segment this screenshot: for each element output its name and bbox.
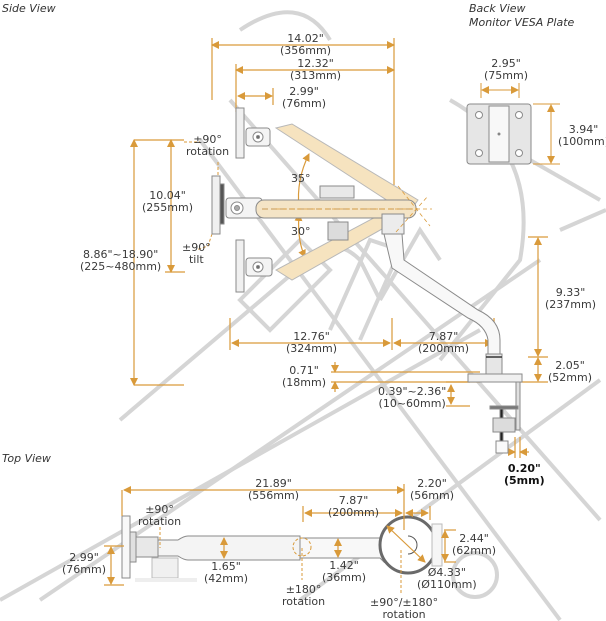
total-length-mm: (556mm) [248, 489, 300, 502]
clamp-gap-mm: (5mm) [504, 474, 545, 487]
vesa-width-inches: 2.95" [491, 57, 521, 70]
base-arm-mm: (200mm) [418, 342, 470, 355]
base-diameter-label: Ø4.33" (Ø110mm) [417, 567, 477, 591]
top-view-arm [121, 515, 443, 582]
top-leader-lines [159, 527, 402, 594]
side-dimension-lines [130, 38, 548, 458]
pole-height-inches: 9.33" [555, 286, 586, 299]
vesa-height-label: 3.94" (100mm) [558, 124, 606, 148]
mid-rotation-text: rotation [282, 595, 326, 608]
overall-reach-inches: 14.02" [287, 32, 324, 45]
top-view-title: Top View [2, 452, 51, 465]
height-range-label: 8.86"~18.90" (225~480mm) [80, 249, 161, 273]
tilt-value: ±90° [182, 241, 211, 254]
vertical-travel-label: 10.04" (255mm) [142, 190, 193, 214]
rotation-text: rotation [186, 145, 230, 158]
base-height-inches: 2.05" [555, 359, 585, 372]
base-offset-inches: 2.20" [417, 477, 447, 490]
head-offset-inches: 2.99" [289, 85, 319, 98]
side-view-title: Side View [2, 2, 56, 15]
plate-width-inches: 2.99" [69, 551, 99, 564]
clamp-gap-label: 0.20" (5mm) [504, 463, 545, 487]
angle-down-label: 30° [291, 225, 311, 238]
height-range-mm: (225~480mm) [80, 260, 162, 273]
rotation-value: ±90° [193, 133, 222, 146]
desk-thickness-label: 0.39"~2.36" (10~60mm) [378, 386, 446, 410]
vesa-height-inches: 3.94" [568, 123, 599, 136]
vesa-width-label: 2.95" (75mm) [484, 58, 528, 82]
vesa-height-mm: (100mm) [558, 135, 606, 148]
mid-rotation-value: ±180° [285, 583, 322, 596]
lower-arm-length-inches: 7.87" [338, 494, 369, 507]
base-offset-mm: (56mm) [410, 489, 455, 502]
clamp-plate-mm: (18mm) [282, 376, 327, 389]
top-dimension-lines [104, 484, 456, 586]
top-head-rotation-label: ±90° rotation [138, 504, 181, 528]
lower-arm-width-label: 1.42" (36mm) [322, 560, 366, 584]
base-rotation-value: ±90°/±180° [370, 596, 439, 609]
arm-reach-mm: (313mm) [290, 69, 342, 82]
lower-reach-mm: (324mm) [286, 342, 338, 355]
rotation-label: ±90° rotation [186, 134, 229, 158]
clamp-plate-inches: 0.71" [289, 364, 319, 377]
angle-guides [276, 185, 432, 233]
base-diameter-mm: (Ø110mm) [417, 578, 477, 591]
pole-height-mm: (237mm) [545, 298, 597, 311]
base-height-mm: (52mm) [548, 371, 593, 384]
overall-reach-label: 14.02" (356mm) [280, 33, 331, 57]
lower-arm-width-mm: (36mm) [322, 571, 367, 584]
top-head-rotation-text: rotation [138, 515, 182, 528]
arm-reach-label: 12.32" (313mm) [290, 58, 341, 82]
base-offset-label: 2.20" (56mm) [410, 478, 454, 502]
vesa-width-mm: (75mm) [484, 69, 529, 82]
desk-thickness-mm: (10~60mm) [378, 397, 446, 410]
vertical-travel-inches: 10.04" [149, 189, 186, 202]
total-length-label: 21.89" (556mm) [248, 478, 299, 502]
vertical-travel-mm: (255mm) [142, 201, 194, 214]
head-offset-mm: (76mm) [282, 97, 327, 110]
lower-reach-label: 12.76" (324mm) [286, 331, 337, 355]
base-height-label: 2.05" (52mm) [548, 360, 592, 384]
tilt-text: tilt [188, 253, 204, 266]
base-arm-inches: 7.87" [428, 330, 459, 343]
tilt-label: ±90° tilt [182, 242, 211, 266]
mid-rotation-label: ±180° rotation [282, 584, 325, 608]
plate-width-mm: (76mm) [62, 563, 107, 576]
arm-width-mm: (42mm) [204, 572, 249, 585]
height-range-inches: 8.86"~18.90" [82, 248, 159, 261]
angle-up-label: 35° [291, 172, 311, 185]
arm-width-inches: 1.65" [211, 560, 241, 573]
lower-reach-inches: 12.76" [293, 330, 330, 343]
head-offset-label: 2.99" (76mm) [282, 86, 326, 110]
base-diameter-inches: Ø4.33" [427, 566, 466, 579]
base-arm-label: 7.87" (200mm) [418, 331, 469, 355]
top-head-rotation-value: ±90° [145, 503, 174, 516]
clamp-gap-inches: 0.20" [507, 462, 541, 475]
plate-width-label: 2.99" (76mm) [62, 552, 106, 576]
lower-arm-width-inches: 1.42" [329, 559, 359, 572]
vesa-plate [466, 83, 560, 165]
clamp-plate-label: 0.71" (18mm) [282, 365, 326, 389]
arm-width-label: 1.65" (42mm) [204, 561, 248, 585]
base-width-label: 2.44" (62mm) [452, 533, 496, 557]
pole-height-label: 9.33" (237mm) [545, 287, 596, 311]
side-view-arm [211, 107, 523, 454]
lower-arm-length-mm: (200mm) [328, 506, 380, 519]
arm-reach-inches: 12.32" [297, 57, 334, 70]
overall-reach-mm: (356mm) [280, 44, 332, 57]
base-width-mm: (62mm) [452, 544, 497, 557]
back-view-title: Back View [469, 2, 526, 15]
leader-lines [184, 141, 219, 251]
back-view-subtitle: Monitor VESA Plate [469, 16, 575, 29]
lower-arm-length-label: 7.87" (200mm) [328, 495, 379, 519]
base-width-inches: 2.44" [459, 532, 489, 545]
base-rotation-text: rotation [382, 608, 426, 621]
total-length-inches: 21.89" [255, 477, 292, 490]
base-rotation-label: ±90°/±180° rotation [370, 597, 438, 621]
desk-thickness-inches: 0.39"~2.36" [378, 385, 447, 398]
